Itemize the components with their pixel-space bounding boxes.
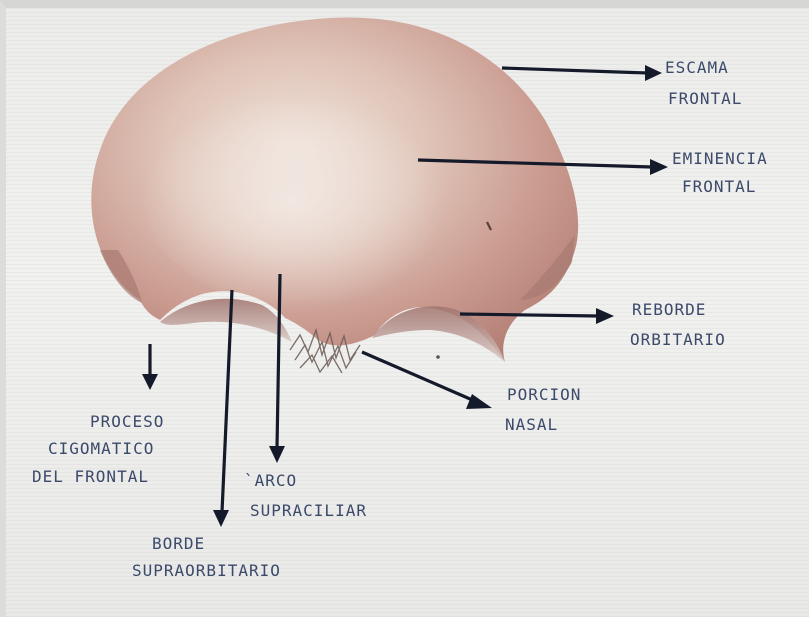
- arrow-escama-frontal: [502, 65, 662, 81]
- bone-mark: [436, 355, 440, 359]
- label-proceso-line3: DEL FRONTAL: [32, 467, 149, 486]
- arrow-borde-supraorbitario: [213, 290, 232, 527]
- frontal-bone-illustration: [91, 17, 578, 373]
- label-escama-line2: FRONTAL: [668, 89, 742, 108]
- label-eminencia-line1: EMINENCIA: [672, 149, 768, 168]
- label-reborde-line2: ORBITARIO: [630, 330, 726, 349]
- label-eminencia-line2: FRONTAL: [682, 177, 756, 196]
- label-escama-line1: ESCAMA: [665, 58, 729, 77]
- arrow-proceso-cigomatico: [142, 344, 158, 390]
- frontal-bone-highlight: [140, 70, 480, 310]
- label-porcion-line2: NASAL: [505, 415, 558, 434]
- label-proceso-line1: PROCESO: [90, 412, 164, 431]
- label-borde-line2: SUPRAORBITARIO: [132, 561, 281, 580]
- label-arco-line1: `ARCO: [244, 471, 297, 490]
- label-arco-line2: SUPRACILIAR: [250, 501, 367, 520]
- arrow-porcion-nasal: [362, 352, 492, 409]
- label-borde-line1: BORDE: [152, 534, 205, 553]
- label-reborde-line1: REBORDE: [632, 300, 706, 319]
- label-porcion-line1: PORCION: [507, 385, 581, 404]
- label-proceso-line2: CIGOMATICO: [48, 439, 154, 458]
